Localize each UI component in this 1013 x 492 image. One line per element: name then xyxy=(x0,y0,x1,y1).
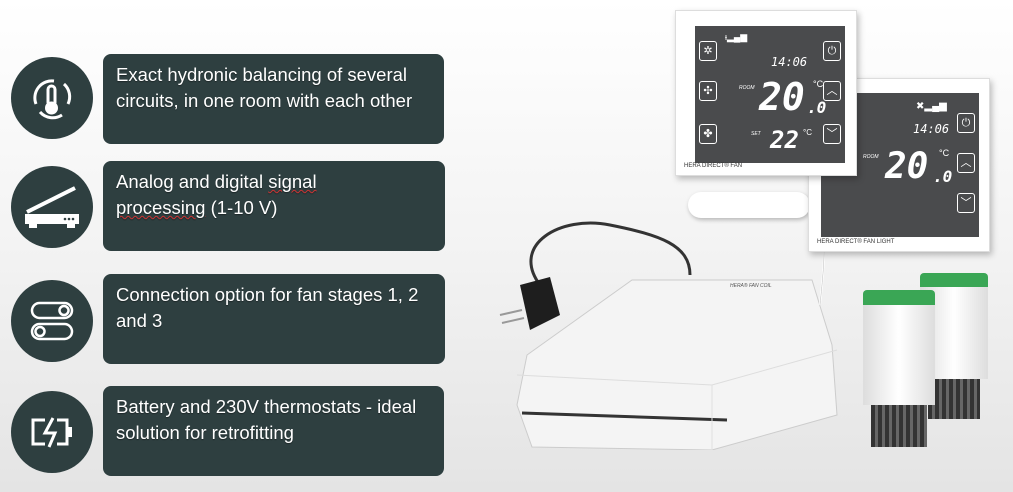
unit-label: °C xyxy=(813,79,824,89)
brand-label: HERA DIRECT® FAN LIGHT xyxy=(817,239,895,245)
toggle-switches-icon xyxy=(11,280,93,362)
fan-auto-button[interactable]: ✣ xyxy=(699,81,717,101)
clock-display: 14:06 xyxy=(771,55,808,69)
set-temperature: 22 xyxy=(770,126,799,154)
fan-coil-label: HERA® FAN COIL xyxy=(730,283,772,289)
feature-card-battery: Battery and 230V thermostats - ideal sol… xyxy=(103,386,444,476)
room-temperature: 20 xyxy=(885,146,929,187)
feature-card-hydronic: Exact hydronic balancing of several circ… xyxy=(103,54,444,144)
feature-text: Battery and 230V thermostats - ideal sol… xyxy=(116,396,417,443)
mode-button[interactable]: ✲ xyxy=(699,41,717,61)
thermostat-fan: ᵻ▂▄▆ ✲ ✣ ✤ 14:06 ROOM 20 .0 °C SET 22 °C… xyxy=(675,10,857,176)
clock-display: 14:06 xyxy=(913,122,950,136)
thermometer-cycle-icon xyxy=(11,57,93,139)
brand-label: HERA DIRECT® FAN xyxy=(684,163,743,169)
signal-icon: ᵻ▂▄▆ xyxy=(725,32,748,42)
feature-text: signal xyxy=(268,171,317,192)
battery-charging-icon xyxy=(11,391,93,473)
room-label: ROOM xyxy=(739,85,755,91)
up-button[interactable]: ︿ xyxy=(957,153,975,173)
fan-coil-unit: HERA® FAN COIL xyxy=(512,275,852,451)
room-label: ROOM xyxy=(863,154,879,160)
feature-text: Connection option for fan stages 1, 2 an… xyxy=(116,284,419,331)
down-button[interactable]: ﹀ xyxy=(957,193,975,213)
set-label: SET xyxy=(751,131,761,137)
feature-card-fan-stages: Connection option for fan stages 1, 2 an… xyxy=(103,274,445,364)
valve-actuator xyxy=(863,290,935,450)
up-button[interactable]: ︿ xyxy=(823,81,841,101)
room-temperature: 20 xyxy=(759,75,805,119)
power-plug xyxy=(499,221,692,330)
power-button[interactable]: ⏻ xyxy=(957,113,975,133)
sensor-probe xyxy=(688,192,810,218)
room-temperature-decimal: .0 xyxy=(933,167,953,186)
room-temperature-decimal: .0 xyxy=(807,98,827,117)
power-button[interactable]: ⏻ xyxy=(823,41,841,61)
unit-label: °C xyxy=(939,148,950,158)
down-button[interactable]: ﹀ xyxy=(823,124,841,144)
unit-label: °C xyxy=(803,128,812,137)
feature-text: (1-10 V) xyxy=(205,197,278,218)
feature-card-signal: Analog and digital signal processing (1-1… xyxy=(103,161,445,251)
fan-button[interactable]: ✤ xyxy=(699,124,717,144)
feature-text: processing xyxy=(116,197,206,218)
feature-text: Exact hydronic balancing of several circ… xyxy=(116,64,413,111)
feature-text: Analog and digital xyxy=(116,171,269,192)
fan-speed-icon: ✖▂▄▆ xyxy=(916,101,947,112)
scanner-device-icon xyxy=(11,166,93,248)
